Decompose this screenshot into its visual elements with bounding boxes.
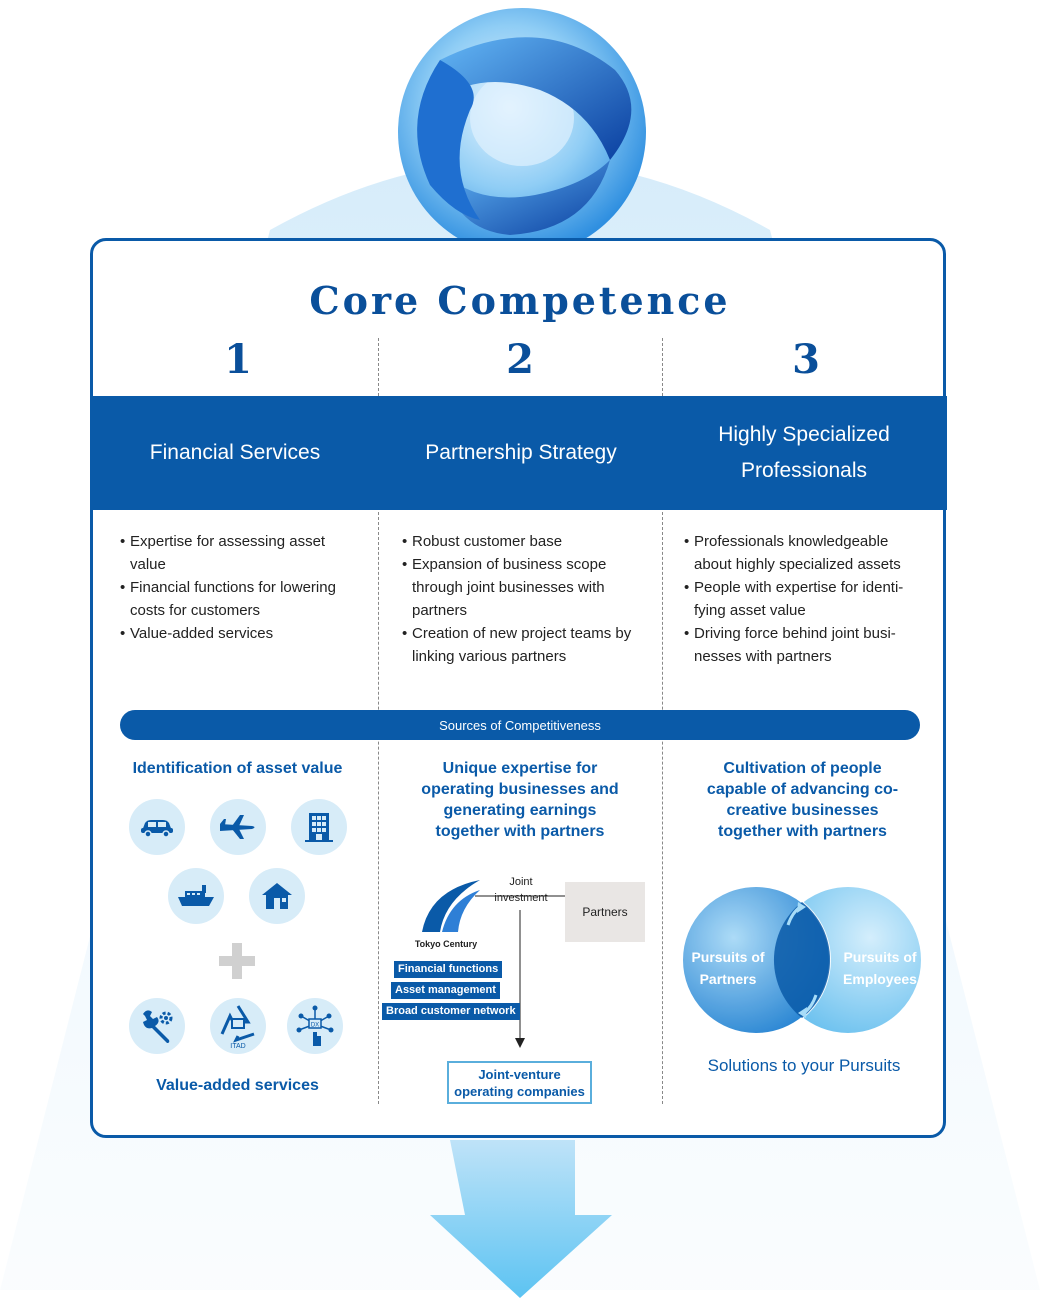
divider xyxy=(662,338,663,396)
list-item: Value-added services xyxy=(120,622,355,645)
partnership-diagram xyxy=(422,880,565,1048)
divider xyxy=(378,512,379,1104)
house-icon xyxy=(249,868,305,924)
tokyo-century-logo-icon xyxy=(422,880,480,932)
venn-diagram xyxy=(681,885,923,1035)
sources-bar: Sources of Competitiveness xyxy=(120,710,920,740)
tag-financial-functions: Financial functions xyxy=(394,961,503,978)
building-icon xyxy=(291,799,347,855)
tag-broad-customer-network: Broad customer network xyxy=(382,1003,520,1020)
bullet-list-2: Robust customer base Expansion of busine… xyxy=(402,530,632,668)
list-item: Expertise for assessing asset value xyxy=(120,530,355,576)
dx-hand-icon: DX xyxy=(287,998,343,1054)
itad-label: ITAD xyxy=(230,1043,245,1050)
joint-venture-box: Joint-venture operating companies xyxy=(447,1061,592,1104)
itad-recycle-icon: ITAD xyxy=(210,998,266,1054)
list-item: People with expertise for identi-fying a… xyxy=(684,576,916,622)
list-item: Professionals knowledgeable about highly… xyxy=(684,530,916,576)
car-icon xyxy=(129,799,185,855)
source-heading-2: Unique expertise for operating businesse… xyxy=(421,760,619,840)
globe-logo-icon xyxy=(398,8,646,256)
heading-partnership-strategy: Partnership Strategy xyxy=(425,441,617,464)
list-item: Driving force behind joint busi-nesses w… xyxy=(684,622,916,668)
tokyo-century-label: Tokyo Century xyxy=(414,939,478,949)
value-added-services-label: Value-added services xyxy=(156,1077,319,1094)
joint-investment-label: Joint investment xyxy=(494,876,548,904)
column-number-1: 1 xyxy=(224,336,252,383)
source-heading-1: Identification of asset value xyxy=(132,760,343,777)
airplane-icon xyxy=(210,799,266,855)
divider xyxy=(378,338,379,396)
list-item: Robust customer base xyxy=(402,530,632,553)
tag-asset-management: Asset management xyxy=(391,982,500,999)
bullet-list-1: Expertise for assessing asset value Fina… xyxy=(120,530,355,645)
wrench-gear-icon xyxy=(129,998,185,1054)
heading-specialized-professionals: Highly Specialized Professionals xyxy=(718,423,890,482)
source-heading-3: Cultivation of people capable of advanci… xyxy=(706,760,899,840)
solutions-label: Solutions to your Pursuits xyxy=(707,1056,901,1075)
heading-financial-services: Financial Services xyxy=(149,441,321,464)
ship-icon xyxy=(168,868,224,924)
list-item: Creation of new project teams by linking… xyxy=(402,622,632,668)
list-item: Expansion of business scope through join… xyxy=(402,553,632,622)
column-number-3: 3 xyxy=(792,336,820,383)
divider xyxy=(662,512,663,1104)
venn-label-partners: Pursuits of Partners xyxy=(691,949,765,987)
column-number-2: 2 xyxy=(506,336,534,383)
plus-icon xyxy=(219,943,255,979)
page-title: Core Competence xyxy=(309,278,731,323)
partners-box: Partners xyxy=(565,882,645,942)
list-item: Financial functions for lowering costs f… xyxy=(120,576,355,622)
heading-band xyxy=(92,396,947,510)
bullet-list-3: Professionals knowledgeable about highly… xyxy=(684,530,916,668)
venn-label-employees: Pursuits of Employees xyxy=(843,949,917,987)
dx-label: DX xyxy=(311,1023,319,1029)
down-arrow-icon xyxy=(430,1140,612,1298)
